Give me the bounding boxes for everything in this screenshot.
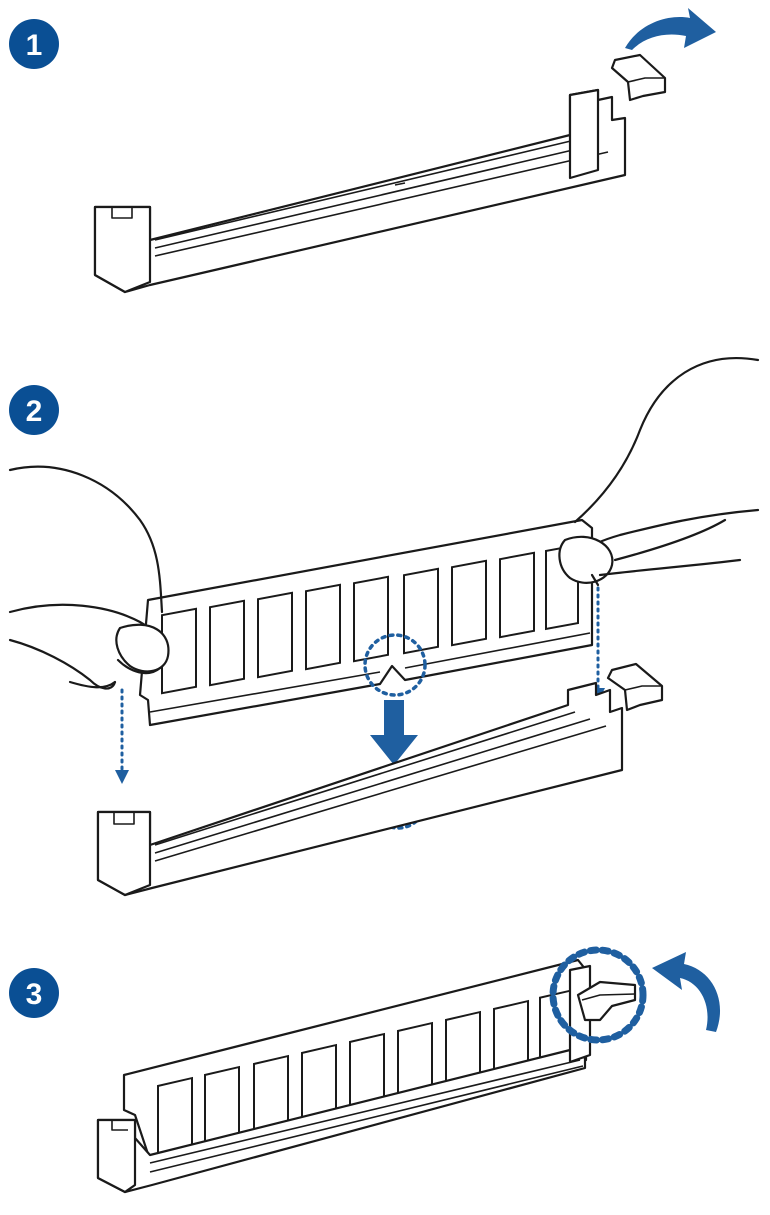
step-3-number: 3 bbox=[26, 978, 43, 1011]
insert-down-arrow-icon bbox=[370, 700, 418, 765]
left-guide-arrow-icon bbox=[115, 770, 129, 784]
left-hand bbox=[8, 465, 170, 690]
step-2-number: 2 bbox=[26, 395, 43, 428]
step-3-clip-locked bbox=[576, 980, 637, 1022]
step-2-memory-module bbox=[138, 518, 594, 727]
right-hand bbox=[558, 357, 760, 587]
memory-chips bbox=[161, 543, 579, 695]
step-1-open-arrow-icon bbox=[625, 8, 716, 50]
step-2-badge: 2 bbox=[9, 385, 59, 435]
step-1-badge: 1 bbox=[9, 19, 59, 69]
step-2-slot bbox=[96, 681, 624, 897]
step-1-slot bbox=[93, 88, 627, 294]
step-3-seated-module bbox=[122, 958, 588, 1166]
step-2-clip-open bbox=[606, 662, 664, 712]
clip-lock-highlight bbox=[549, 946, 647, 1044]
step-3-close-arrow-icon bbox=[652, 952, 721, 1032]
step-1-number: 1 bbox=[26, 29, 43, 62]
step-3-badge: 3 bbox=[9, 968, 59, 1018]
module-notch-highlight bbox=[363, 633, 427, 697]
step-1-clip-open bbox=[610, 53, 667, 102]
